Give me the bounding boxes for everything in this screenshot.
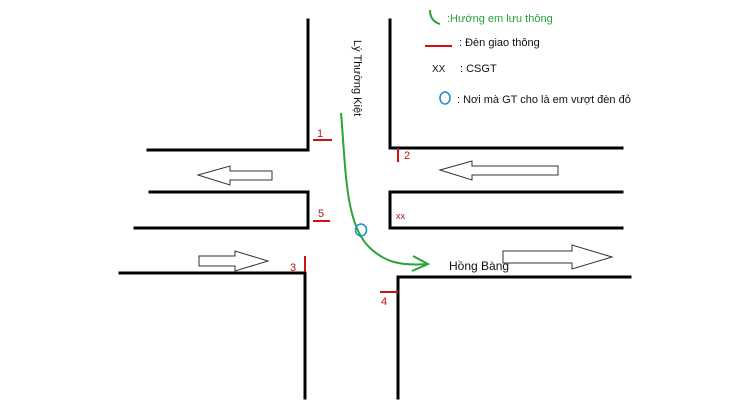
travel-path-curve: [340, 112, 428, 266]
legend-light-label: : Đèn giao thông: [459, 37, 540, 49]
traffic-light-label-1: 1: [317, 128, 323, 140]
road-edge-top-left: [146, 18, 310, 152]
arrow-right-bottom-left: [198, 250, 270, 272]
legend: :Hướng em lưu thông : Đèn giao thông XX …: [425, 9, 631, 106]
legend-spot-icon: [439, 91, 451, 105]
travel-path-arrowhead: [411, 255, 431, 272]
median-right: [388, 190, 624, 230]
violation-spot-circle: [354, 223, 368, 237]
legend-path-label: :Hướng em lưu thông: [447, 13, 553, 25]
road-edge-bottom-right: [396, 275, 632, 400]
traffic-light-label-2: 2: [404, 150, 410, 162]
traffic-lights: 1 2 3 4 5: [290, 128, 410, 308]
police-marker: xx: [396, 211, 406, 221]
legend-police-label: : CSGT: [460, 63, 497, 75]
median-left: [133, 190, 310, 230]
traffic-light-label-4: 4: [381, 296, 387, 308]
arrow-left-right-side: [438, 160, 559, 181]
traffic-light-label-3: 3: [290, 262, 296, 274]
traffic-light-label-5: 5: [318, 208, 324, 220]
arrow-left-top: [196, 165, 273, 186]
arrow-right-bottom: [502, 244, 614, 270]
street-label-vertical: Lý Thường Kiệt: [351, 40, 363, 116]
lane-arrows: [196, 160, 614, 272]
street-label-horizontal: Hồng Bàng: [449, 259, 509, 273]
road-edges: [118, 18, 632, 400]
travel-path: [340, 112, 431, 272]
road-edge-bottom-left: [118, 271, 307, 400]
legend-spot-label: : Nơi mà GT cho là em vượt đèn đỏ: [457, 94, 631, 106]
legend-path-icon: [429, 9, 441, 25]
road-edge-top-right: [388, 18, 624, 150]
legend-police-symbol: XX: [432, 64, 446, 75]
